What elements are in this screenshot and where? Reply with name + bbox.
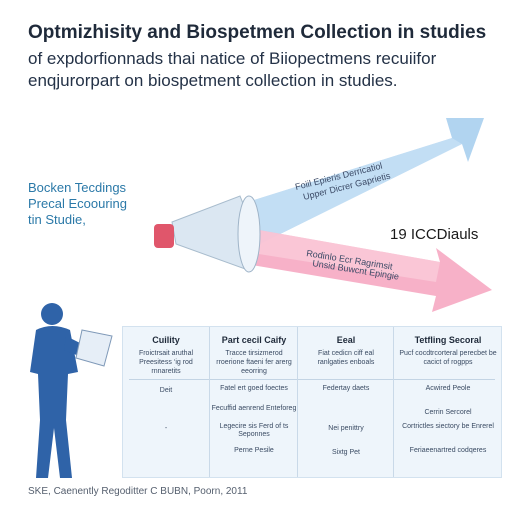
count-label: 19 ICCDiauls [390, 226, 479, 243]
column-subtext: Fiat cedicn ciff eal ranlgaties enboals [317, 350, 375, 366]
cone-rim [237, 195, 261, 273]
column-header: Part cecil Caify [221, 335, 287, 345]
table-divider [129, 379, 495, 380]
pink-arrow-highlight [246, 228, 440, 282]
subtitle-line: of expdorfionnads thai natice of Biiopec… [28, 49, 437, 68]
subtitle-line: enqjurorpart on biospetment collection i… [28, 71, 398, 90]
table-column: Eeal Fiat cedicn ciff eal ranlgaties enb… [297, 327, 394, 477]
side-note-line: Bocken Tecdings [28, 180, 127, 195]
table-cell: Cerrin Sercorel [424, 409, 472, 416]
table-column: Part cecil Caify Tracce tirsizmerod rroe… [209, 327, 298, 477]
footer-credit: SKE, Caenently Regoditter C BUBN, Poorn,… [28, 486, 248, 497]
table-cell: - [164, 425, 168, 432]
column-header: Eeal [336, 335, 356, 345]
column-header: Tetfling Secoral [414, 335, 482, 345]
table-cell: Legecire sis Ferd of ts Seponnes [219, 423, 289, 438]
table-column: Tetfling Secoral Pucf cocdtrcorteral per… [393, 327, 502, 477]
person-reading-figure [30, 303, 113, 478]
column-subtext: Pucf cocdtrcorteral perecbet be cacict o… [399, 350, 497, 366]
comparison-table: Cuility Froictrsait aruthal Preesitess ‘… [122, 326, 502, 478]
table-cell: Perne Pesile [234, 447, 274, 454]
side-note-line: tin Studie, [28, 212, 86, 227]
table-column: Cuility Froictrsait aruthal Preesitess ‘… [123, 327, 209, 477]
table-cell: Acwired Peole [425, 385, 471, 392]
table-cell: Deit [159, 387, 173, 394]
side-note: Bocken Tecdings Precal Ecoouring tin Stu… [28, 180, 127, 228]
side-note-line: Precal Ecoouring [28, 196, 127, 211]
table-cell: Fecuffid aenrend Enteforeg [211, 405, 297, 412]
table-cell: Fatel ert goed foectes [220, 385, 288, 392]
column-subtext: Froictrsait aruthal Preesitess ‘ig rod r… [138, 350, 194, 375]
table-cell: Cortrictles siectory be Enrerel [402, 423, 494, 430]
page-title: Optmizhisity and Biospetmen Collection i… [28, 22, 487, 43]
blue-arrow-highlight [238, 138, 462, 250]
page-subtitle: of expdorfionnads thai natice of Biiopec… [28, 48, 436, 92]
column-header: Cuility [152, 335, 180, 345]
column-subtext: Tracce tirsizmerod rroerione ftaeni fer … [216, 350, 292, 375]
table-cell: Sixtg Pet [331, 449, 360, 456]
table-cell: Nei penittry [328, 425, 364, 432]
cone-tip [154, 224, 174, 248]
table-cell: Federtay daets [322, 385, 370, 392]
table-cell: Feriaeenartred codqeres [409, 447, 487, 454]
